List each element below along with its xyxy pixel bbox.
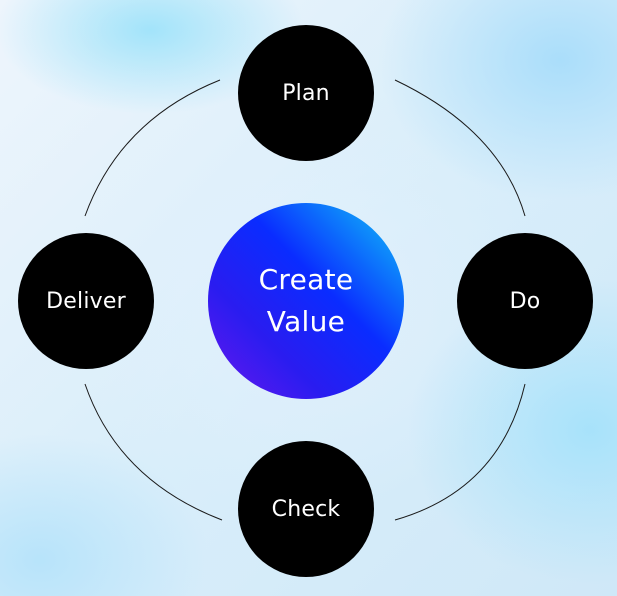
center-label-line1: Create: [258, 263, 354, 296]
center-create-value: Create Value: [208, 203, 404, 399]
ring-arc-deliver-plan: [84, 79, 221, 217]
node-check: Check: [238, 441, 374, 577]
node-deliver-label: Deliver: [46, 288, 126, 314]
center-label-line2: Value: [266, 305, 346, 338]
node-deliver: Deliver: [18, 233, 154, 369]
ring-arc-check-deliver: [84, 383, 223, 521]
node-do-label: Do: [509, 288, 541, 314]
ring-arc-do-check: [394, 383, 526, 521]
node-do: Do: [457, 233, 593, 369]
node-plan: Plan: [238, 25, 374, 161]
node-plan-label: Plan: [282, 80, 330, 106]
node-check-label: Check: [271, 496, 341, 522]
ring-arc-plan-do: [394, 79, 526, 217]
